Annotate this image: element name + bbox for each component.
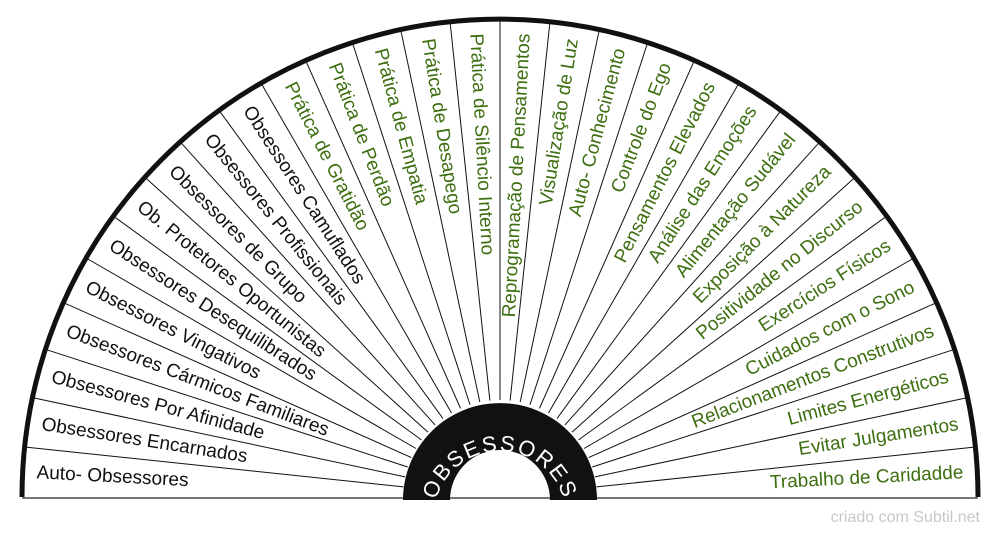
segment-divider: [179, 141, 436, 426]
segment-divider: [564, 141, 821, 426]
segment-label: Reprogramação de Pensamentos: [499, 33, 535, 318]
segment-label: Prática de Silêncio Interno: [465, 33, 498, 256]
segment-divider: [548, 82, 740, 414]
watermark: criado com Subtil.net: [830, 509, 980, 526]
segment-label: Trabalho de Caridadde: [769, 462, 963, 493]
segment-divider: [594, 397, 968, 478]
segment-divider: [596, 446, 976, 488]
outer-arc: [19, 16, 981, 498]
segment-divider: [556, 109, 782, 419]
segment-divider: [351, 42, 471, 405]
segment-divider: [519, 29, 600, 403]
segment-divider: [583, 257, 915, 449]
segment-divider: [32, 397, 406, 478]
segment-divider: [24, 446, 404, 488]
segment-divider: [144, 176, 429, 433]
segment-divider: [529, 42, 649, 405]
segment-label: Auto- Obsessores: [36, 462, 189, 491]
segment-divider: [260, 82, 452, 414]
center-ring: [403, 403, 597, 500]
segment-divider: [400, 29, 481, 403]
segment-divider: [571, 176, 856, 433]
segment-divider: [63, 302, 412, 459]
segment-divider: [112, 215, 422, 441]
segment-divider: [588, 302, 937, 459]
segment-divider: [578, 215, 888, 441]
segment-divider: [218, 109, 444, 419]
segment-divider: [509, 21, 551, 401]
segment-divider: [305, 60, 462, 409]
segment-divider: [538, 60, 695, 409]
segment-divider: [592, 348, 955, 468]
segment-divider: [45, 348, 408, 468]
segment-divider: [449, 21, 491, 401]
segment-divider: [85, 257, 417, 449]
